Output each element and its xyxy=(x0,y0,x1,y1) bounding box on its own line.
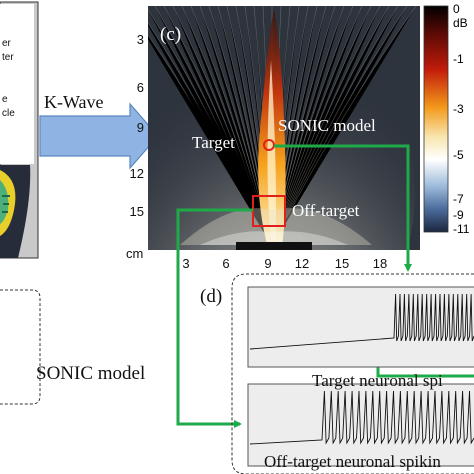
colorbar-tick-9: -9 xyxy=(453,208,464,222)
kwave-label: K-Wave xyxy=(44,92,104,112)
panel-d-box xyxy=(231,273,474,474)
target-label: Target xyxy=(192,133,235,152)
colorbar-tick-5: -5 xyxy=(453,148,464,162)
sonic-model-label: SONIC model xyxy=(278,116,376,135)
x-tick-15: 15 xyxy=(334,256,350,271)
left-panel-label-1: er xyxy=(2,38,11,49)
colorbar-tick-11: -11 xyxy=(453,222,470,236)
left-lower-box xyxy=(0,289,41,405)
target-spike-trace xyxy=(249,293,474,350)
target-trace-label: Target neuronal spi xyxy=(312,371,443,390)
left-panel-label-3: e xyxy=(2,94,8,105)
y-tick-6: 6 xyxy=(136,80,144,95)
y-unit-label: cm xyxy=(126,246,144,261)
off-target-label: Off-target xyxy=(292,201,360,220)
panel-d-label: (d) xyxy=(200,286,223,307)
panel-c-label: (c) xyxy=(160,24,182,45)
colorbar-tick-1: -1 xyxy=(453,52,464,66)
x-tick-6: 6 xyxy=(222,256,230,271)
x-tick-3: 3 xyxy=(182,256,190,271)
target-arrow xyxy=(274,144,412,272)
y-tick-15: 15 xyxy=(129,204,144,219)
x-tick-12: 12 xyxy=(294,256,310,271)
offtarget-trace-label: Off-target neuronal spikin xyxy=(264,452,441,471)
off-target-arrow xyxy=(176,208,253,428)
sonic-model-left-label: SONIC model xyxy=(36,363,146,384)
x-tick-18: 18 xyxy=(372,256,388,271)
y-tick-9: 9 xyxy=(136,120,144,135)
colorbar-tick-3: -3 xyxy=(453,102,464,116)
left-panel-label-2: ter xyxy=(2,52,14,63)
colorbar-tick-0db: 0 dB xyxy=(453,2,468,30)
left-panel xyxy=(0,1,39,259)
colorbar-tick-7: -7 xyxy=(453,192,464,206)
y-tick-12: 12 xyxy=(129,166,144,181)
kwave-arrow xyxy=(39,102,159,170)
y-tick-3: 3 xyxy=(136,32,144,47)
x-tick-9: 9 xyxy=(264,256,272,271)
left-panel-label-4: cle xyxy=(2,108,15,119)
colorbar xyxy=(423,5,449,233)
offtarget-spike-trace xyxy=(249,390,474,445)
